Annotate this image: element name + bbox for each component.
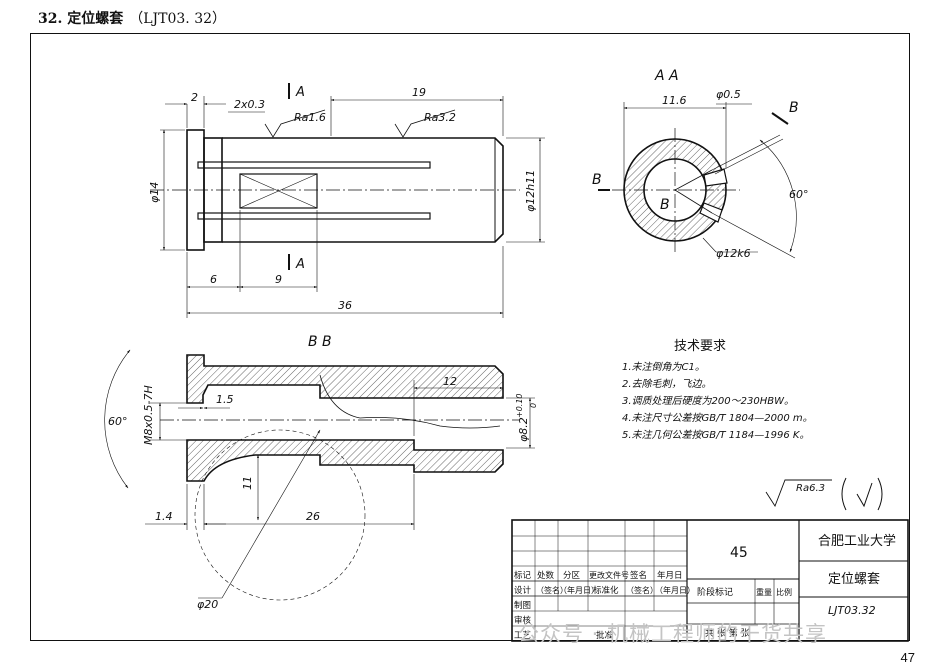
dim-chamfer: 2x0.3 bbox=[234, 98, 265, 111]
title-block bbox=[511, 519, 909, 642]
aa-b-mark-right bbox=[771, 112, 789, 125]
bb-phantom-circle bbox=[194, 429, 366, 601]
tol-lower: 0 bbox=[529, 403, 538, 408]
tb-scale: 比例 bbox=[776, 587, 792, 597]
front-body bbox=[222, 137, 504, 243]
dim-36: 36 bbox=[338, 299, 352, 312]
tb-school: 合肥工业大学 bbox=[818, 533, 896, 549]
tb-r2c1: 设计 bbox=[514, 585, 532, 596]
tb-sheets: 共 张 第 张 bbox=[705, 627, 750, 639]
tb-part-name: 定位螺套 bbox=[828, 571, 880, 587]
aa-b-center: B bbox=[660, 197, 670, 213]
dim-12: 12 bbox=[443, 375, 457, 388]
dim-d12h11: φ12h11 bbox=[524, 170, 537, 212]
dim-6: 6 bbox=[210, 273, 217, 286]
bb-title: B B bbox=[308, 334, 332, 350]
dim-1-5: 1.5 bbox=[216, 393, 234, 406]
ra-symbol-2 bbox=[394, 109, 456, 138]
tech-requirements: 技术要求 1.未注倒角为C1。 2.去除毛刺，飞边。 3.调质处理后硬度为200… bbox=[622, 338, 813, 444]
part-title: 32. 定位螺套 bbox=[38, 11, 124, 27]
dim-11-6: 11.6 bbox=[662, 94, 687, 107]
dim-1-4: 1.4 bbox=[155, 510, 173, 523]
dim-d12k6: φ12k6 bbox=[716, 247, 751, 260]
tb-r1c6: 年月日 bbox=[657, 570, 683, 581]
aa-title: A A bbox=[654, 68, 679, 84]
tb-r1c5: 签名 bbox=[630, 570, 647, 581]
aa-top-slot bbox=[703, 168, 728, 187]
dim-thread: M8x0.5-7H bbox=[142, 385, 155, 445]
tb-r3: 制图 bbox=[514, 600, 531, 611]
tech-item: 3.调质处理后硬度为200～230HBW。 bbox=[622, 396, 794, 407]
tech-item: 2.去除毛刺，飞边。 bbox=[622, 379, 712, 390]
tb-r1c2: 处数 bbox=[537, 570, 555, 581]
page-header: 32. 定位螺套 （LJT03. 32） bbox=[38, 8, 226, 28]
tb-r2c4: 标准化 bbox=[593, 585, 619, 596]
section-bb-view bbox=[104, 349, 535, 601]
general-roughness bbox=[765, 477, 883, 511]
dim-26: 26 bbox=[306, 510, 320, 523]
tb-r1c4: 更改文件号 bbox=[589, 570, 629, 580]
aa-b-right: B bbox=[789, 100, 799, 116]
dim-9: 9 bbox=[275, 273, 282, 286]
tb-r1c3: 分区 bbox=[563, 571, 581, 581]
tech-item: 4.未注尺寸公差按GB/T 1804—2000 m。 bbox=[622, 413, 813, 424]
tb-r2c2: （签名） bbox=[536, 585, 568, 595]
section-aa-view bbox=[598, 102, 797, 259]
tb-r1c1: 标记 bbox=[514, 570, 532, 581]
drawing-frame bbox=[30, 33, 910, 641]
dim-d0-5: φ0.5 bbox=[716, 88, 741, 101]
tb-r2c5: （签名） bbox=[626, 585, 658, 595]
dim-2: 2 bbox=[191, 91, 198, 104]
dim-d8-2: φ8.2 bbox=[517, 417, 530, 442]
tb-r2c6: （年月日） bbox=[655, 585, 695, 595]
bb-lower-wall bbox=[186, 439, 504, 482]
front-neck bbox=[203, 137, 223, 243]
aa-b-left: B bbox=[592, 172, 602, 188]
tb-stage: 阶段标记 bbox=[697, 586, 733, 598]
dim-d20: φ20 bbox=[197, 598, 218, 611]
tb-r5c1: 工艺 bbox=[514, 631, 531, 641]
tb-r2c3: （年月日） bbox=[559, 585, 599, 595]
page-number: 47 bbox=[900, 650, 915, 665]
tech-item: 1.未注倒角为C1。 bbox=[622, 362, 705, 373]
tech-title: 技术要求 bbox=[674, 339, 727, 354]
ra-label-1: Ra1.6 bbox=[294, 111, 326, 124]
part-code: （LJT03. 32） bbox=[129, 11, 227, 27]
bb-upper-wall bbox=[186, 354, 504, 404]
ra-symbol-1 bbox=[264, 109, 326, 138]
tb-drawing-no: LJT03.32 bbox=[828, 604, 876, 617]
front-flat bbox=[239, 173, 318, 209]
ra-label-2: Ra3.2 bbox=[424, 111, 456, 124]
bb-break-line bbox=[319, 374, 501, 429]
dim-19: 19 bbox=[412, 86, 426, 99]
front-view bbox=[150, 83, 545, 318]
tb-r4: 审核 bbox=[514, 615, 532, 626]
tb-r5c2: 批准 bbox=[596, 630, 614, 641]
label-a-bottom: A bbox=[295, 257, 305, 272]
front-slot-bottom bbox=[197, 212, 431, 220]
bb-angle: 60° bbox=[108, 415, 128, 428]
label-a-top: A bbox=[295, 85, 305, 100]
tol-upper: +0.10 bbox=[515, 393, 524, 418]
dim-d14: φ14 bbox=[148, 182, 161, 203]
front-slot-top bbox=[197, 161, 431, 169]
tech-item: 5.未注几何公差按GB/T 1184—1996 K。 bbox=[622, 430, 810, 441]
dim-11: 11 bbox=[241, 476, 254, 490]
tb-weight: 重量 bbox=[756, 587, 772, 597]
aa-angle: 60° bbox=[789, 188, 809, 201]
watermark: 公众号 · 机械工程师的干货共享 bbox=[518, 622, 828, 646]
ra-general: Ra6.3 bbox=[796, 483, 825, 494]
tb-material: 45 bbox=[730, 545, 748, 561]
